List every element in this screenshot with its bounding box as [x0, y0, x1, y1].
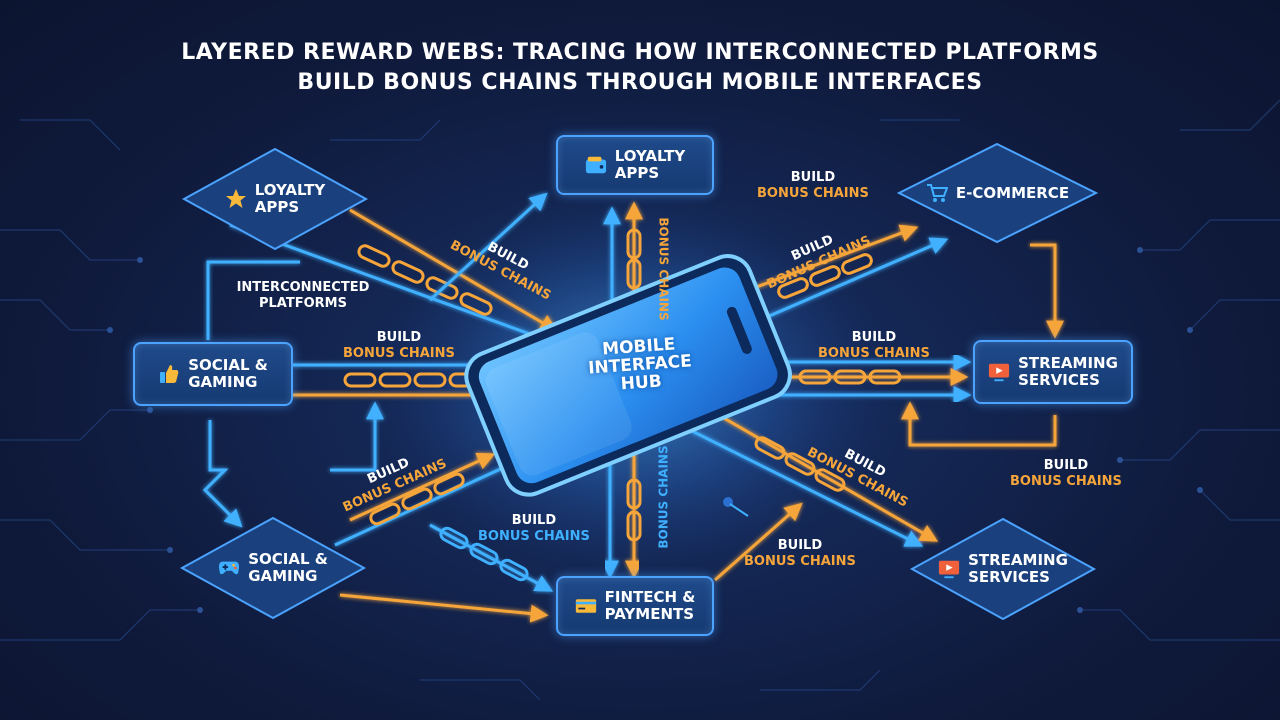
build-bonus-chains-label: BUILD BONUS CHAINS — [757, 170, 869, 202]
node-label: E-COMMERCE — [955, 183, 1070, 202]
connector-social-bottom-hub — [334, 457, 524, 547]
connector-hub-ecommerce — [734, 224, 919, 297]
node-label: LOYALTY APPS — [254, 181, 326, 216]
node-label: FINTECH & PAYMENTS — [604, 588, 696, 623]
bonus-chains-text: BONUS CHAINS — [818, 346, 930, 361]
title-line-2: BUILD BONUS CHAINS THROUGH MOBILE INTERF… — [297, 70, 983, 95]
build-text: BUILD — [851, 330, 897, 345]
connector-social-fintech — [339, 593, 549, 623]
node-streaming-services-bottom[interactable]: STREAMING SERVICES — [908, 515, 1098, 623]
connector-social-bottom-hub — [349, 452, 496, 522]
connector-loyalty-hub — [229, 223, 564, 349]
bonus-chains-text: BONUS CHAINS — [343, 346, 455, 361]
bonus-chains-vertical-label: BONUS CHAINS — [656, 445, 671, 549]
wallet-icon — [585, 154, 607, 176]
chain-links — [357, 244, 493, 316]
loop-connector — [202, 420, 243, 528]
play-screen-icon — [988, 361, 1010, 383]
node-social-gaming-bottom[interactable]: SOCIAL & GAMING — [178, 514, 368, 622]
build-text: BUILD — [511, 513, 557, 528]
connector-fintech-up — [714, 502, 803, 582]
node-label: SOCIAL & GAMING — [188, 356, 268, 391]
bonus-chains-vertical-label: BONUS CHAINS — [656, 217, 671, 321]
thumbs-up-icon — [158, 363, 180, 385]
loop-connector — [1030, 243, 1064, 339]
bonus-chains-text: BONUS CHAINS — [744, 554, 856, 569]
build-bonus-chains-label: BUILD BONUS CHAINS — [478, 513, 590, 545]
build-text: BUILD — [1043, 458, 1089, 473]
loop-connector — [901, 401, 1057, 447]
build-text: BUILD — [777, 538, 823, 553]
phone-hub — [464, 254, 792, 497]
node-label: STREAMING SERVICES — [968, 551, 1068, 586]
build-bonus-chains-label: BUILD BONUS CHAINS — [744, 538, 856, 570]
node-label: STREAMING SERVICES — [1018, 354, 1118, 389]
page-title: LAYERED REWARD WEBS: TRACING HOW INTERCO… — [0, 38, 1280, 98]
bonus-chains-text: BONUS CHAINS — [478, 529, 590, 544]
node-social-gaming-left[interactable]: SOCIAL & GAMING — [133, 342, 293, 406]
build-text: BUILD — [790, 170, 836, 185]
loop-connector — [206, 260, 300, 340]
build-bonus-chains-label: BUILD BONUS CHAINS — [1010, 458, 1122, 490]
connector-hub-loyalty-top — [428, 192, 548, 302]
credit-card-icon — [575, 595, 597, 617]
cart-icon — [926, 182, 948, 204]
node-loyalty-apps-top[interactable]: LOYALTY APPS — [556, 135, 714, 195]
connector-hub-ecommerce — [759, 237, 949, 322]
loop-connector — [330, 401, 384, 472]
node-loyalty-apps-left[interactable]: LOYALTY APPS — [180, 145, 370, 253]
build-bonus-chains-label: BUILD BONUS CHAINS — [343, 330, 455, 362]
build-text: BUILD — [376, 330, 422, 345]
connector-to-fintech — [429, 523, 554, 592]
bonus-chains-text: BONUS CHAINS — [1010, 474, 1122, 489]
build-bonus-chains-label: BUILD BONUS CHAINS — [818, 330, 930, 362]
node-fintech-payments[interactable]: FINTECH & PAYMENTS — [556, 576, 714, 636]
title-line-1: LAYERED REWARD WEBS: TRACING HOW INTERCO… — [181, 40, 1099, 65]
bonus-chains-text: BONUS CHAINS — [757, 186, 869, 201]
node-label: LOYALTY APPS — [614, 147, 686, 182]
node-streaming-services-right[interactable]: STREAMING SERVICES — [973, 340, 1133, 404]
circuit-nodes — [107, 247, 1203, 613]
node-ecommerce[interactable]: E-COMMERCE — [895, 140, 1100, 246]
connector-loyalty-hub — [349, 208, 559, 332]
star-icon — [225, 188, 247, 210]
circuit-traces — [0, 99, 1280, 701]
connector-hub-streaming-bottom — [709, 408, 939, 542]
gamepad-icon — [218, 557, 240, 579]
node-label: SOCIAL & GAMING — [248, 550, 328, 585]
play-screen-icon — [938, 558, 960, 580]
connector-hub-streaming-bottom — [679, 423, 924, 547]
interconnected-platforms-label: INTERCONNECTED PLATFORMS — [236, 280, 370, 311]
